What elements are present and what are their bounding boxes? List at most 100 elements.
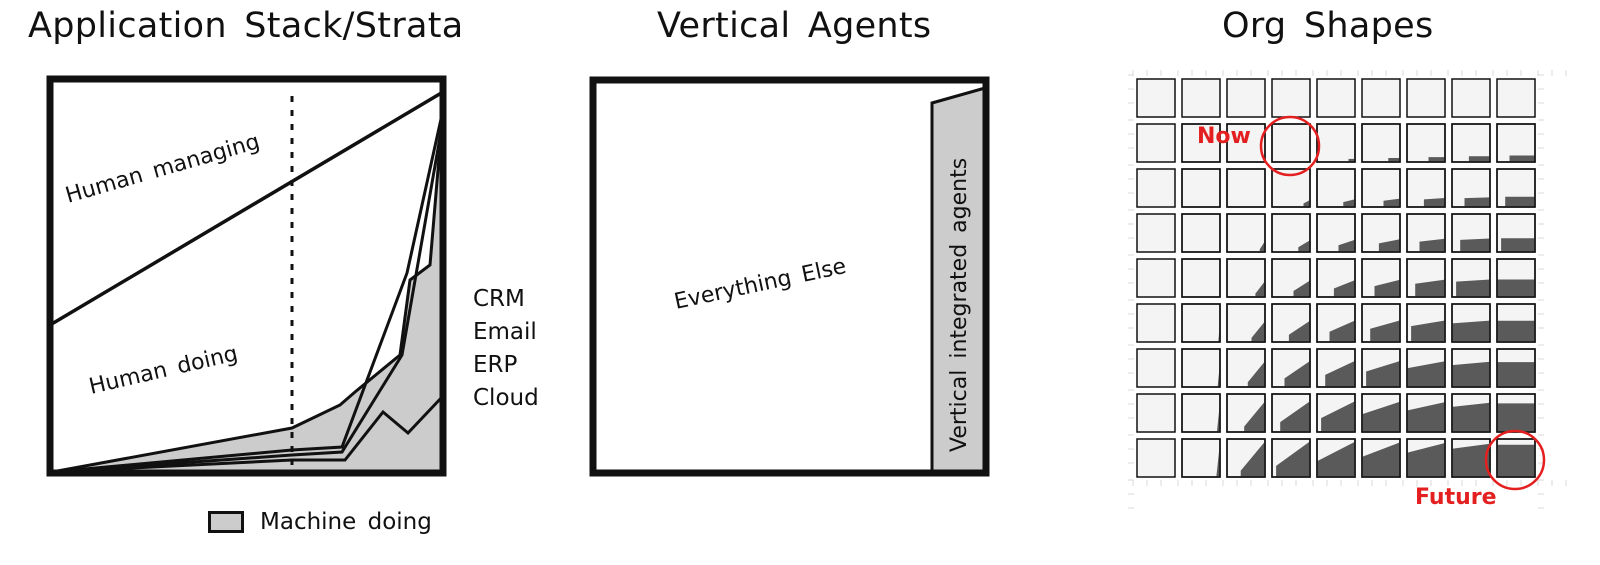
app-crm: CRM <box>473 286 525 312</box>
org-cell <box>1406 123 1446 163</box>
org-cell-fill <box>1288 320 1310 342</box>
org-cell-border <box>1496 123 1536 163</box>
org-cell-border <box>1361 213 1401 253</box>
org-cell <box>1451 78 1491 118</box>
org-cell-border <box>1226 213 1266 253</box>
org-cell-border <box>1226 303 1266 343</box>
org-cell-border <box>1226 123 1266 163</box>
vertical-frame <box>589 76 990 477</box>
org-cell-border <box>1271 123 1311 163</box>
org-cell <box>1181 78 1221 118</box>
org-cell <box>1181 348 1221 388</box>
org-cell-border <box>1316 348 1356 388</box>
org-cell-border <box>1181 393 1221 433</box>
org-cell-fill <box>1333 280 1355 297</box>
org-cell <box>1181 303 1221 343</box>
org-cell <box>1181 258 1221 298</box>
org-cell-border <box>1496 258 1536 298</box>
org-panel-title: Org Shapes <box>1222 6 1434 46</box>
org-cell-fill <box>1216 402 1220 432</box>
org-cell-fill <box>1321 401 1355 432</box>
org-cell <box>1181 393 1221 433</box>
org-cell-border <box>1271 213 1311 253</box>
machine-doing-area <box>52 92 443 472</box>
org-cell-fill <box>1452 361 1490 387</box>
org-cell-fill <box>1317 441 1355 477</box>
org-cell-border <box>1181 123 1221 163</box>
org-cell <box>1226 213 1266 253</box>
org-cell-fill <box>1497 320 1535 342</box>
org-cell-fill <box>1464 197 1490 207</box>
org-cell-border <box>1406 213 1446 253</box>
org-cell-border <box>1271 303 1311 343</box>
org-cell <box>1316 123 1356 163</box>
org-cell-border <box>1361 258 1401 298</box>
org-cell-border <box>1361 438 1401 478</box>
org-cell-fill <box>1298 240 1310 252</box>
org-cell-border <box>1406 303 1446 343</box>
stack-diagram: Human managing Human doing <box>46 75 447 477</box>
org-cell-border <box>1406 168 1446 208</box>
org-cell-fill <box>1452 443 1490 477</box>
org-cell-border <box>1181 303 1221 343</box>
org-cell-border <box>1451 438 1491 478</box>
org-cell <box>1226 78 1266 118</box>
org-cell-border <box>1181 168 1221 208</box>
org-cell-border <box>1361 393 1401 433</box>
org-cell-border <box>1496 303 1536 343</box>
org-cell-fill <box>1374 279 1400 297</box>
org-cell-border <box>1181 213 1221 253</box>
vertical-diagram: Everything Else Vertical integrated agen… <box>589 76 990 477</box>
org-cell-border <box>1496 213 1536 253</box>
org-cell-fill <box>1456 279 1490 297</box>
org-cell-border <box>1316 258 1356 298</box>
org-cell <box>1136 168 1176 208</box>
org-cell <box>1496 78 1536 118</box>
org-cell-fill <box>1329 320 1355 342</box>
org-cell-border <box>1496 348 1536 388</box>
org-cell-fill <box>1216 442 1220 477</box>
stack-panel-title: Application Stack/Strata <box>28 6 464 46</box>
stack-frame <box>46 75 447 477</box>
org-cell-fill <box>1497 444 1535 477</box>
org-cell-border <box>1316 123 1356 163</box>
app-list: CRM Email ERP Cloud <box>473 283 539 415</box>
org-cell <box>1136 123 1176 163</box>
org-cell <box>1406 78 1446 118</box>
org-cell-border <box>1451 348 1491 388</box>
strata-line-3 <box>51 119 445 474</box>
org-cell-fill <box>1468 156 1490 162</box>
org-cell-border <box>1361 168 1401 208</box>
org-cell-fill <box>1505 196 1535 207</box>
strata-line-top <box>51 109 445 474</box>
org-cell <box>1136 438 1176 478</box>
org-cell-border <box>1316 168 1356 208</box>
org-cell-border <box>1271 438 1311 478</box>
org-cell-fill <box>1366 361 1400 387</box>
org-cell-fill <box>1325 360 1355 387</box>
org-cell-fill <box>1383 198 1400 207</box>
org-cell-border <box>1226 438 1266 478</box>
org-cell-fill <box>1419 238 1445 252</box>
grid-ticks <box>1128 70 1567 509</box>
org-cell-border <box>1226 393 1266 433</box>
org-cell-fill <box>1343 199 1355 207</box>
org-cell-fill <box>1284 361 1310 387</box>
org-cell-fill <box>1407 361 1445 387</box>
org-cell-fill <box>1303 200 1310 207</box>
org-cell-fill <box>1497 279 1535 297</box>
org-cell <box>1136 78 1176 118</box>
strata-line-2 <box>51 109 445 474</box>
org-cell-fill <box>1370 320 1400 342</box>
org-cell-border <box>1226 348 1266 388</box>
vertical-panel-title: Vertical Agents <box>657 6 932 46</box>
org-cell-fill <box>1338 239 1355 252</box>
org-cell-fill <box>1423 198 1445 207</box>
org-cell-border <box>1496 438 1536 478</box>
org-cell <box>1361 123 1401 163</box>
future-label: Future <box>1415 485 1497 510</box>
legend-swatch <box>208 511 244 533</box>
org-cell <box>1271 78 1311 118</box>
org-cell-border <box>1406 393 1446 433</box>
org-cell-border <box>1271 393 1311 433</box>
